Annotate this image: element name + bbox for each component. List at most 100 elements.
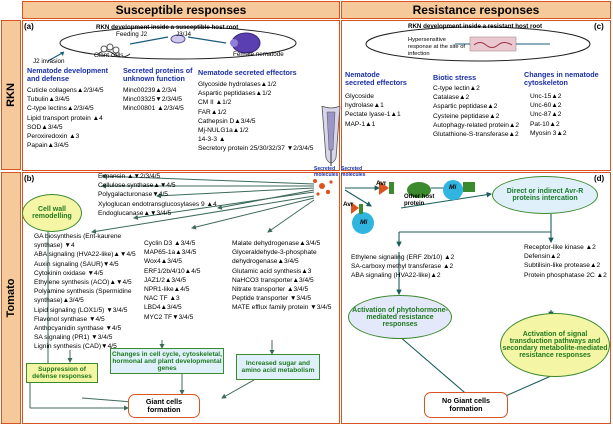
list-item: Papain▲3/4/5 <box>27 142 69 150</box>
signal-transduction-gene-list: Receptor-like kinase ▲2 Defensin▲2 Subti… <box>524 243 607 280</box>
no-giant-cells-box: No Giant cells formation <box>424 392 508 418</box>
list-item: ABA signaling (HVA22-like)▲2 <box>351 272 441 280</box>
giant-cells-label: Giant cells <box>94 52 124 59</box>
list-item: Tubulin▲3/4/5 <box>27 96 70 104</box>
biotic-stress-title: Biotic stress <box>433 73 477 82</box>
list-item: GA biosynthesis (Ent-kaurene <box>34 233 122 240</box>
list-item: ABA signaling (HVA22-like)▲▼4/5 <box>34 251 136 259</box>
resistant-banner: RKN development inside a resistant host … <box>408 23 543 30</box>
mi-label-2: Mi <box>360 219 368 226</box>
list-item: 14-3-3 ▲ <box>198 136 226 144</box>
list-item: Xyloglucan endotransglucosylases 9 ▲4 <box>98 200 217 208</box>
list-item: SOD▲3/4/5 <box>27 123 63 131</box>
susceptible-header: Susceptible responses <box>22 1 340 19</box>
list-item: Unc-15▲2 <box>530 93 562 100</box>
panel-d-arrows <box>344 180 554 399</box>
metabolism-gene-list: Malate dehydrogenase▲3/4/5 Glyceraldehyd… <box>232 239 331 313</box>
list-item: Aspartic peptidases▲1/2 <box>198 90 272 98</box>
list-item: Pectate lyase-1▲1 <box>345 111 401 119</box>
list-item: Nitrate transporter ▲3/4/5 <box>232 286 309 294</box>
list-item: hydrolase▲1 <box>345 102 384 110</box>
panel-b-arrows <box>29 173 333 411</box>
phytohormone-gene-list: Ethylene signaling (ERF 2b/10) ▲2 SA-car… <box>351 253 454 281</box>
secreted-molecules-left: Secreted molecules <box>314 166 339 178</box>
list-item: ERF1/2b/4/10▲4/5 <box>144 267 201 275</box>
list-item: MATE efflux family protein ▼3/4/5 <box>232 304 332 312</box>
panel-a-frame <box>22 20 340 171</box>
list-item: NAC TF ▲3 <box>144 295 180 303</box>
cell-cycle-changes-box: Changes in cell cycle, cytoskeletal, hor… <box>110 348 224 374</box>
list-item: Cathepsin D▲3/4/5 <box>198 117 256 125</box>
cytoskeleton-list: Unc-15▲2 Unc-60▲2 Unc-87▲2 Pat-10▲2 Myos… <box>530 92 567 138</box>
nematode-stylet-illustration <box>321 106 341 166</box>
giant-cells-formation-box: Giant cells formation <box>128 394 200 418</box>
avr-label: Avr <box>376 180 387 187</box>
list-item: C-type lectin▲2 <box>433 85 480 92</box>
hypersensitive-label: Hypersensitive response at the site of i… <box>408 37 466 57</box>
list-item: Glycoside <box>345 93 374 100</box>
list-item: dehydrogenase▲3/4/5 <box>232 258 299 266</box>
resistance-header: Resistance responses <box>341 1 611 19</box>
list-item: Unc-60▲2 <box>530 102 562 110</box>
list-item: Glutathione-S-transferase▲2 <box>433 131 519 139</box>
list-item: CM II ▲1/2 <box>198 99 232 107</box>
list-item: Ethylene synthesis (ACO)▲▼4/5 <box>34 279 132 287</box>
list-item: Minc00801 ▲2/3/4/5 <box>123 105 184 113</box>
list-item: Defensin▲2 <box>524 253 561 261</box>
list-item: Endoglucanase▲▼3/4/5 <box>98 209 172 217</box>
cell-wall-gene-list: Expansin ▲▼2/3/4/5 Cellulose synthase▲▼4… <box>98 172 217 218</box>
list-item: FAR▲1/2 <box>198 108 227 116</box>
list-item: Pat-10▲2 <box>530 120 560 128</box>
list-item: Subtilisin-like protease▲2 <box>524 262 601 270</box>
list-item: Lipid signaling (LOX1/5) ▼3/4/5 <box>34 306 128 314</box>
rkn-side-label: RKN <box>1 20 21 170</box>
list-item: Secretory protein 25/30/32/37 ▼2/3/4/5 <box>198 145 314 153</box>
list-item: Peroxiredoxin ▲3 <box>27 133 80 141</box>
list-item: C-type lectins▲2/3/4/5 <box>27 105 94 113</box>
panel-c-frame <box>341 20 611 171</box>
list-item: Catalase▲2 <box>433 94 470 102</box>
resistant-effectors-list: Glycoside hydrolase▲1 Pectate lyase-1▲1 … <box>345 92 401 129</box>
list-item: Unc-87▲2 <box>530 111 562 119</box>
list-item: NPR1-like▲4/5 <box>144 286 190 294</box>
mi-label: Mi <box>449 184 457 191</box>
list-item: Cyclin D3 ▲3/4/5 <box>144 240 196 247</box>
resistant-root-diagram <box>365 26 591 62</box>
list-item: Glutamic acid synthesis▲3 <box>232 267 312 275</box>
list-item: Lignin synthesis (CAD)▼4/5 <box>34 343 117 351</box>
tomato-side-label: Tomato <box>1 172 21 424</box>
panel-c-letter: (c) <box>594 22 604 31</box>
list-item: Glyceraldehyde-3-phosphate <box>232 249 317 257</box>
sugar-metabolism-box: Increased sugar and amino acid metabolis… <box>236 354 320 380</box>
list-item: Wox4▲3/4/5 <box>144 258 182 266</box>
list-item: Myosin 3▲2 <box>530 129 567 137</box>
cell-cycle-gene-list: Cyclin D3 ▲3/4/5 MAP65-1a▲3/4/5 Wox4▲3/4… <box>144 239 200 322</box>
female-nematode-label: Female nematode <box>233 51 284 58</box>
list-item: Peptide transporter ▼3/4/5 <box>232 295 312 303</box>
susceptible-root-diagram <box>47 26 297 62</box>
signal-transduction-oval: Activation of signal transduction pathwa… <box>500 313 610 377</box>
list-item: Cellulose synthase▲▼4/5 <box>98 182 176 190</box>
list-item: Minc03325▼2/3/4/5 <box>123 96 182 104</box>
secreted-molecules-right: Secreted molecules <box>341 166 366 178</box>
panel-d-frame <box>341 172 611 424</box>
list-item: Minc00239▲2/3/4 <box>123 87 177 94</box>
list-item: synthase) ▼4 <box>34 242 75 250</box>
list-item: Cysteine peptidase▲2 <box>433 112 500 120</box>
avr-r-interaction-oval: Direct or indirect Avr-R proteins interc… <box>492 176 598 214</box>
list-item: LBD4▲3/4/5 <box>144 304 182 312</box>
list-item: Ethylene signaling (ERF 2b/10) ▲2 <box>351 254 455 261</box>
list-item: Glycoside hydrolases▲1/2 <box>198 81 277 88</box>
nematode-effectors-list: Glycoside hydrolases▲1/2 Aspartic peptid… <box>198 80 313 154</box>
list-item: Receptor-like kinase ▲2 <box>524 244 596 251</box>
j2-invasion-label: J2 invasion <box>33 58 65 65</box>
list-item: Expansin ▲▼2/3/4/5 <box>98 173 161 180</box>
j3j4-label: J3/J4 <box>176 31 192 38</box>
feeding-j2-label: Feeding J2 <box>116 31 148 38</box>
cell-wall-remodelling-oval: Cell wall remodelling <box>22 194 82 232</box>
nematode-development-list: Cuticle collagens▲2/3/4/5 Tubulin▲3/4/5 … <box>27 86 104 150</box>
avr-label-2: Avr <box>343 201 354 208</box>
